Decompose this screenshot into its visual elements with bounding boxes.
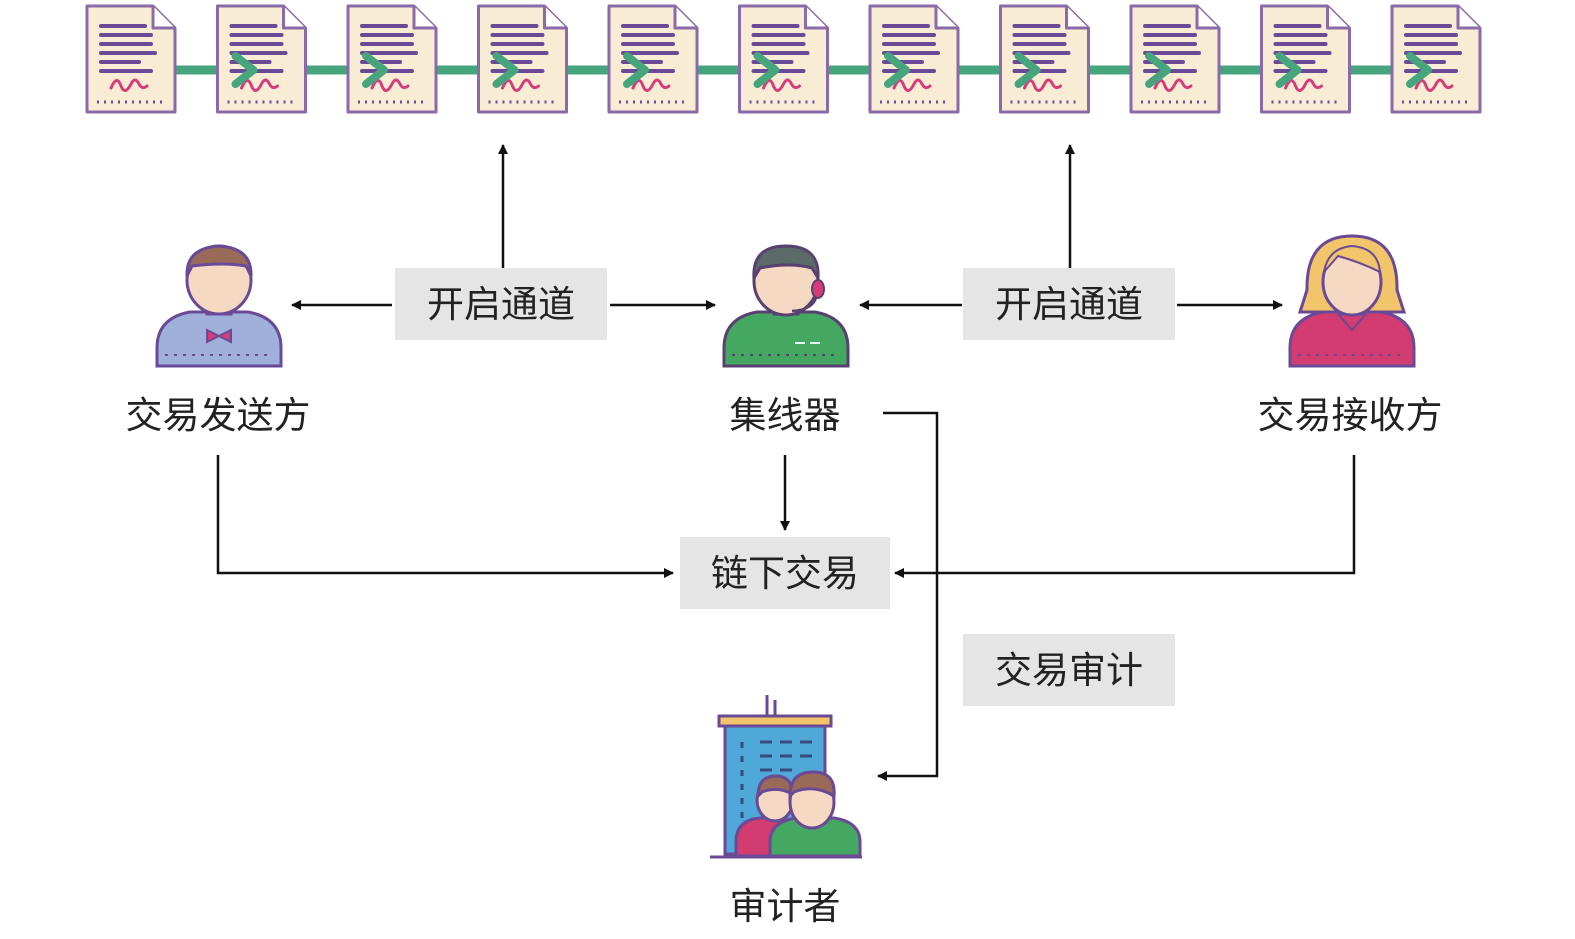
signed-document-icon bbox=[1260, 4, 1351, 114]
hub-caption: 集线器 bbox=[729, 394, 841, 437]
channel-label-right: 开启通道 bbox=[963, 268, 1175, 340]
channel-label-left: 开启通道 bbox=[395, 268, 607, 340]
arrow-sender-to-offchain bbox=[216, 455, 674, 578]
signed-document-icon bbox=[346, 4, 438, 114]
signed-document-icon bbox=[85, 4, 177, 114]
signed-document-icon bbox=[216, 4, 307, 114]
signed-document-icon bbox=[868, 4, 960, 114]
signed-document-icon bbox=[738, 4, 829, 114]
chain-arrowhead bbox=[492, 52, 519, 88]
arrow-hub-to-auditor bbox=[877, 411, 939, 781]
chain-arrowhead bbox=[231, 52, 258, 88]
offchain-transaction-label: 链下交易 bbox=[680, 537, 890, 609]
blockchain bbox=[85, 4, 1482, 114]
signed-document-icon bbox=[477, 4, 568, 114]
chain-arrowhead bbox=[362, 52, 388, 88]
receiver-person-icon bbox=[1288, 234, 1416, 368]
hub-operator-icon bbox=[722, 244, 850, 368]
receiver-caption: 交易接收方 bbox=[1257, 394, 1443, 437]
chain-arrowhead bbox=[623, 52, 649, 88]
signed-document-icon bbox=[1129, 4, 1221, 114]
chain-arrowhead bbox=[1406, 52, 1432, 88]
auditor-caption: 审计者 bbox=[729, 885, 841, 928]
sender-caption: 交易发送方 bbox=[125, 394, 311, 437]
chain-arrowhead bbox=[1145, 52, 1171, 88]
transaction-audit-label: 交易审计 bbox=[963, 634, 1175, 706]
connectors bbox=[216, 144, 1356, 781]
chain-arrowhead bbox=[753, 52, 780, 88]
sender-person-icon bbox=[155, 244, 283, 368]
auditor-building-icon bbox=[710, 695, 862, 859]
signed-document-icon bbox=[999, 4, 1090, 114]
signed-document-icon bbox=[1390, 4, 1482, 114]
chain-arrowhead bbox=[1014, 52, 1041, 88]
arrow-receiver-to-offchain bbox=[894, 455, 1356, 578]
chain-arrowhead bbox=[1275, 52, 1302, 88]
signed-document-icon bbox=[607, 4, 699, 114]
chain-arrowhead bbox=[884, 52, 910, 88]
